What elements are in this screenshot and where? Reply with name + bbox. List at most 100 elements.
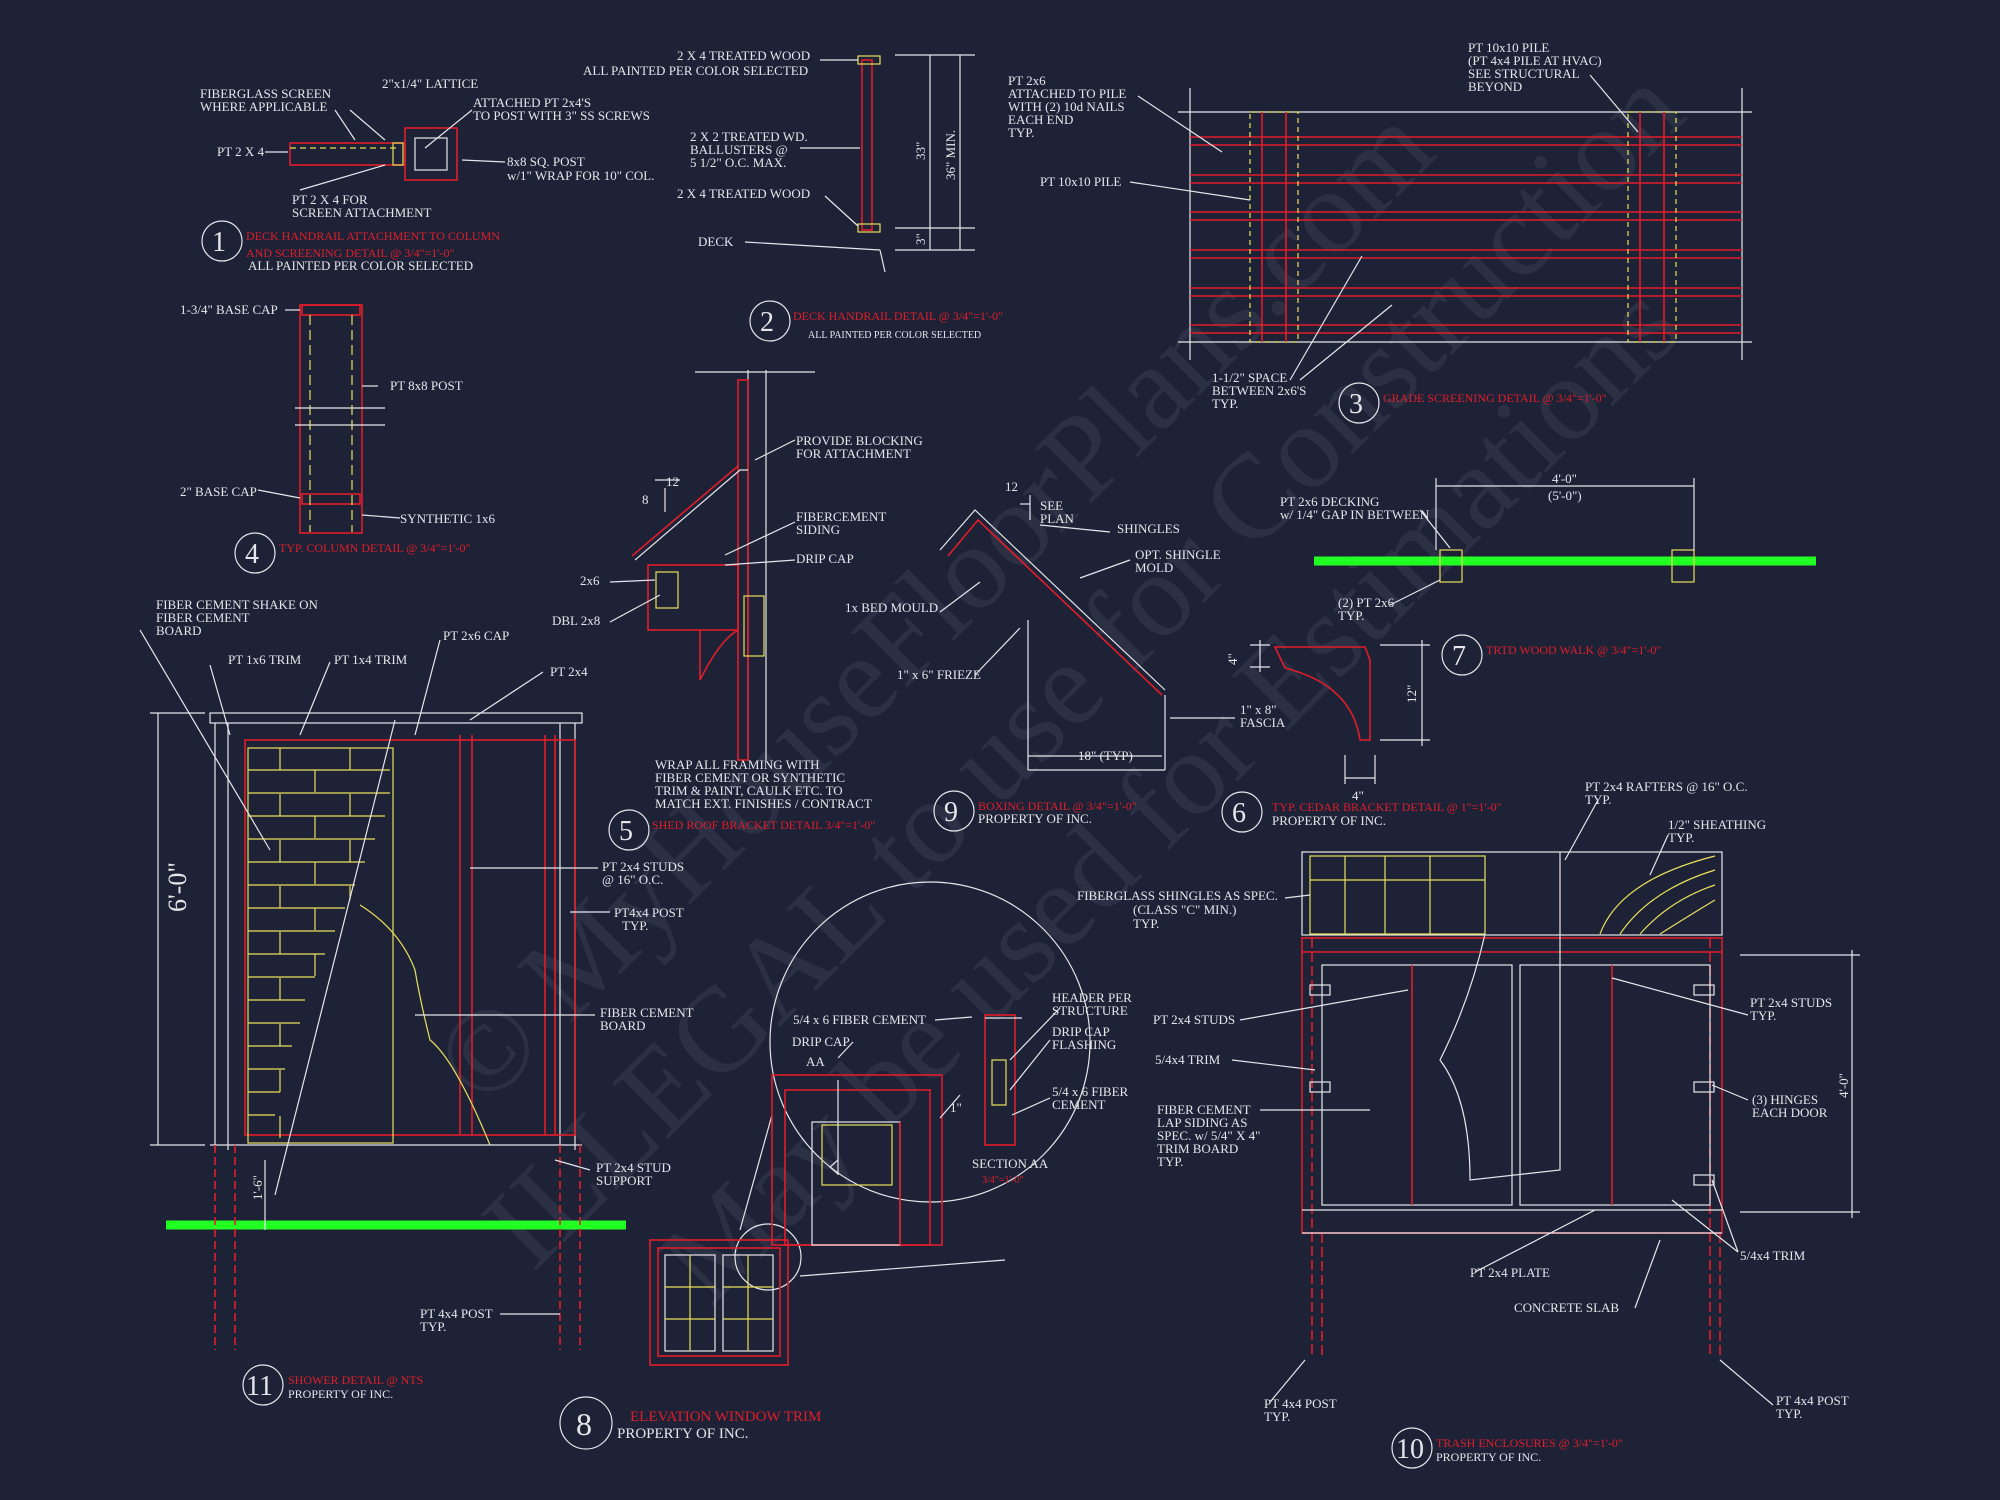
d2-dim-36: 36" MIN. [943,130,958,180]
d11-dim-height: 6'-0" [163,862,192,912]
d8-label-a: 5/4 x 6 FIBER CEMENT [793,1012,926,1027]
d8-label-b: DRIP CAP [792,1034,850,1049]
d1-label-e: TO POST WITH 3" SS SCREWS [473,108,650,123]
d11-label-h: PT 2x4 STUDS [602,859,684,874]
d8-label-i: CEMENT [1052,1097,1106,1112]
d7-label-f: TYP. [1338,608,1364,623]
detail-1-handrail-attachment: FIBERGLASS SCREEN WHERE APPLICABLE 2"x1/… [200,76,655,273]
d2-label-f: 2 X 4 TREATED WOOD [677,186,810,201]
d8-label-f: DRIP CAP [1052,1024,1110,1039]
d8-label-h: 5/4 x 6 FIBER [1052,1084,1129,1099]
d10-label-n: TYP. [1157,1154,1183,1169]
d7-label-c: 4'-0" [1552,471,1577,486]
d1-label-h: w/1" WRAP FOR 10" COL. [507,168,655,183]
d3-label-e: TYP. [1008,125,1034,140]
detail-10-number: 10 [1396,1434,1424,1465]
d7-label-e: (2) PT 2x6 [1338,595,1395,610]
d1-label-a: FIBERGLASS SCREEN [200,86,332,101]
d10-label-i: 5/4x4 TRIM [1155,1052,1221,1067]
d8-label-d: HEADER PER [1052,990,1132,1005]
d3-label-b: ATTACHED TO PILE [1008,86,1126,101]
detail-6-subtitle: PROPERTY OF INC. [1272,813,1386,828]
detail-10-title: TRASH ENCLOSURES @ 3/4"=1'-0" [1436,1436,1623,1450]
d10-label-d: TYP. [1668,830,1694,845]
d5-label-d: SIDING [796,522,840,537]
d8-label-g: FLASHING [1052,1037,1116,1052]
detail-1-title-1: DECK HANDRAIL ATTACHMENT TO COLUMN [246,229,500,243]
d9-label-j: FASCIA [1240,715,1286,730]
detail-11-title: SHOWER DETAIL @ NTS [288,1373,423,1387]
d11-label-a: FIBER CEMENT SHAKE ON [156,597,319,612]
d5-label-c: FIBERCEMENT [796,509,886,524]
d10-label-v: PT 4x4 POST [1264,1396,1337,1411]
d1-label-c: 2"x1/4" LATTICE [382,76,478,91]
d10-label-k: LAP SIDING AS [1157,1115,1248,1130]
d9-label-e: OPT. SHINGLE [1135,547,1221,562]
window-elevation [649,1239,789,1366]
d6-dim-4a: 4" [1225,653,1240,665]
watermark: © MyHouseFloorPlans.com ILLEGAL to use f… [408,41,1708,1327]
d5-label-f: 2x6 [580,573,600,588]
d11-dim-base: 1'-6" [250,1175,265,1200]
d10-label-b: TYP. [1585,792,1611,807]
detail-7-wood-walk: PT 2x6 DECKING w/ 1/4" GAP IN BETWEEN 4'… [1280,471,1816,676]
d9-label-k: 18" (TYP) [1078,748,1133,763]
detail-5-title: SHED ROOF BRACKET DETAIL 3/4"=1'-0" [652,818,875,832]
d6-dim-4b: 4" [1352,788,1364,803]
detail-1-title-2: AND SCREENING DETAIL @ 3/4"=1'-0" [246,246,454,260]
d11-label-f: PT 2x6 CAP [443,628,509,643]
d3-label-d: EACH END [1008,112,1073,127]
d10-label-a: PT 2x4 RAFTERS @ 16" O.C. [1585,779,1748,794]
d11-label-k: TYP. [622,918,648,933]
d5-label-i: 8 [642,492,649,507]
d9-label-c: PLAN [1040,511,1075,526]
d7-label-d: (5'-0") [1548,488,1582,503]
detail-2-number: 2 [760,307,774,338]
detail-10-trash-enclosures: PT 2x4 RAFTERS @ 16" O.C. TYP. 1/2" SHEA… [1077,779,1860,1469]
d5-label-b: FOR ATTACHMENT [796,446,911,461]
d5-label-k: FIBER CEMENT OR SYNTHETIC [655,770,845,785]
d10-label-q: (3) HINGES [1752,1092,1818,1107]
d10-label-c: 1/2" SHEATHING [1668,817,1766,832]
d3-label-m: TYP. [1212,396,1238,411]
d5-label-a: PROVIDE BLOCKING [796,433,923,448]
d8-label-e: STRUCTURE [1052,1003,1128,1018]
d9-label-b: SEE [1040,498,1063,513]
d4-label-a: 1-3/4" BASE CAP [180,302,278,317]
d10-label-u: CONCRETE SLAB [1514,1300,1619,1315]
d10-label-r: EACH DOOR [1752,1105,1828,1120]
d1-label-j: SCREEN ATTACHMENT [292,205,431,220]
d9-label-i: 1" x 8" [1240,702,1277,717]
detail-2-title: DECK HANDRAIL DETAIL @ 3/4"=1'-0" [793,309,1003,323]
d10-label-m: TRIM BOARD [1157,1141,1238,1156]
d11-label-g: PT 2x4 [550,664,588,679]
d10-label-l: SPEC. w/ 5/4" X 4" [1157,1128,1260,1143]
d6-dim-12: 12" [1404,685,1419,703]
d11-label-d: PT 1x6 TRIM [228,652,302,667]
d1-label-f: PT 2 X 4 [217,144,265,159]
shake-pattern [247,747,394,1144]
d10-dim-height: 4'-0" [1836,1073,1851,1098]
detail-11-number: 11 [246,1371,273,1402]
d10-label-p: TYP. [1750,1008,1776,1023]
detail-8-title: ELEVATION WINDOW TRIM [630,1409,821,1425]
d2-label-b: ALL PAINTED PER COLOR SELECTED [583,63,808,78]
d1-label-d: ATTACHED PT 2x4'S [473,95,591,110]
d8-label-c: AA [806,1054,825,1069]
detail-8-window-trim: 5/4 x 6 FIBER CEMENT DRIP CAP AA HEADER … [559,881,1132,1450]
d10-label-x: PT 4x4 POST [1776,1393,1849,1408]
d5-label-e: DRIP CAP [796,551,854,566]
d2-dim-33: 33" [913,142,928,160]
d10-label-w: TYP. [1264,1409,1290,1424]
d3-label-h: (PT 4x4 PILE AT HVAC) [1468,53,1602,68]
d7-label-b: w/ 1/4" GAP IN BETWEEN [1280,507,1430,522]
detail-4-number: 4 [245,539,259,570]
d11-label-e: PT 1x4 TRIM [334,652,408,667]
d5-label-g: DBL 2x8 [552,613,600,628]
detail-3-number: 3 [1349,389,1363,420]
d5-label-j: WRAP ALL FRAMING WITH [655,757,820,772]
detail-9-number: 9 [944,797,958,828]
d8-label-j: SECTION AA [972,1156,1049,1171]
d1-label-g: 8x8 SQ. POST [507,154,585,169]
